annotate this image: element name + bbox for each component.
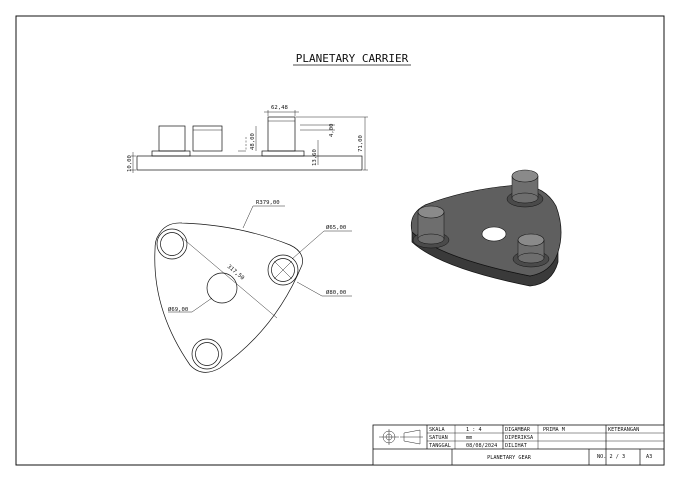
dilihat-label: DILIHAT — [505, 443, 527, 449]
dim-boss-height: 13,60 — [312, 149, 318, 166]
dim-peg-width: 62,48 — [271, 105, 288, 111]
dim-base-height: 10,00 — [127, 155, 133, 172]
dim-overall-height: 71,00 — [358, 135, 364, 152]
front-view: 62,48 4,00 71,00 48,00 13,60 10,00 — [127, 105, 368, 173]
skala-label: SKALA — [429, 427, 445, 433]
paper-size: A3 — [646, 454, 652, 460]
dim-center-distance: 317,50 — [226, 264, 245, 282]
first-angle-projection-icon — [379, 429, 423, 445]
isometric-view — [410, 169, 562, 287]
sheet-number: NO. 2 / 3 — [597, 454, 625, 460]
skala-value: 1 : 4 — [466, 427, 482, 433]
dim-peg-height: 48,00 — [250, 133, 256, 150]
title-block: SKALA 1 : 4 SATUAN mm TANGGAL 08/08/2024… — [372, 424, 665, 466]
keterangan-label: KETERANGAN — [608, 427, 639, 433]
digambar-label: DIGAMBAR — [505, 427, 531, 433]
drawing-title: PLANETARY CARRIER — [296, 52, 409, 65]
part-name: PLANETARY GEAR — [487, 455, 532, 461]
tanggal-label: TANGGAL — [429, 443, 451, 449]
satuan-value: mm — [466, 435, 472, 441]
tanggal-value: 08/08/2024 — [466, 443, 497, 449]
dim-hole-diameter: Ø65,00 — [326, 224, 346, 231]
dim-outer-radius: R379,00 — [256, 200, 280, 206]
dim-peg-top: 4,00 — [329, 124, 335, 137]
diperiksa-label: DIPERIKSA — [505, 435, 534, 441]
satuan-label: SATUAN — [429, 435, 448, 441]
sheet-border — [15, 15, 665, 466]
dim-center-hole: Ø69,00 — [168, 306, 188, 313]
digambar-value: PRIMA M — [543, 427, 565, 433]
top-view: 317,50 R379,00 Ø65,00 Ø80,00 Ø69,00 — [154, 200, 352, 373]
dim-boss-diameter: Ø80,00 — [326, 289, 346, 296]
